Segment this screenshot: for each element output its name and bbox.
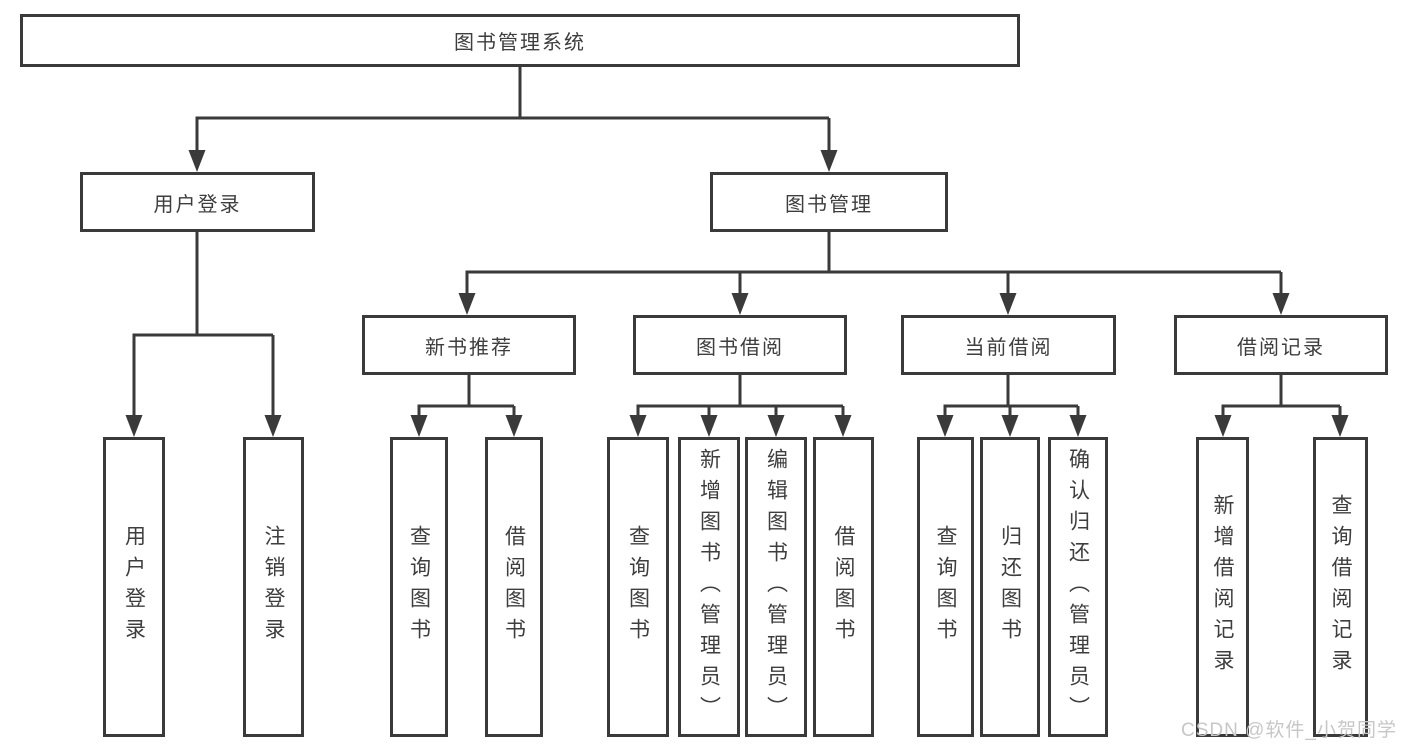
leaf-recommend-borrow-books: 借阅图书 [485, 437, 543, 737]
connector-mgmt-to-level3 [465, 232, 1283, 302]
connector-recommend-fan [417, 375, 516, 424]
leaf-records-add-record-label: 新增借阅记录 [1211, 494, 1234, 680]
arrow-down-icon [767, 415, 785, 437]
arrow-down-icon [125, 415, 143, 437]
leaf-borrow-borrow-books-label: 借阅图书 [832, 525, 855, 649]
arrow-down-icon [820, 150, 838, 172]
node-library-management-system: 图书管理系统 [20, 14, 1020, 67]
arrow-down-icon [264, 415, 282, 437]
leaf-records-add-record: 新增借阅记录 [1196, 437, 1249, 737]
arrow-down-icon [1272, 293, 1290, 315]
leaf-recommend-borrow-books-label: 借阅图书 [502, 525, 526, 649]
leaf-records-query-record-label: 查询借阅记录 [1329, 494, 1352, 680]
leaf-records-query-record: 查询借阅记录 [1313, 437, 1368, 737]
leaf-logout-label: 注销登录 [262, 525, 285, 649]
arrow-down-icon [1331, 415, 1349, 437]
leaf-recommend-query-books-label: 查询图书 [407, 525, 431, 649]
connector-borrow-fan [636, 375, 845, 424]
node-book-management: 图书管理 [710, 172, 948, 232]
node-user-login: 用户登录 [80, 172, 315, 232]
arrow-down-icon [999, 293, 1017, 315]
arrow-down-icon [505, 415, 523, 437]
arrow-down-icon [1069, 415, 1087, 437]
connector-root-to-level2 [195, 67, 831, 158]
arrow-down-icon [834, 415, 852, 437]
arrow-down-icon [1001, 415, 1019, 437]
leaf-current-query-books-label: 查询图书 [934, 525, 957, 649]
leaf-user-login: 用户登录 [103, 437, 165, 737]
connector-records-fan [1221, 375, 1342, 424]
leaf-current-return-books: 归还图书 [980, 437, 1040, 737]
leaf-borrow-borrow-books: 借阅图书 [813, 437, 874, 737]
arrow-down-icon [1214, 415, 1232, 437]
arrow-down-icon [731, 293, 749, 315]
node-borrow-records: 借阅记录 [1174, 315, 1388, 375]
leaf-borrow-query-books: 查询图书 [607, 437, 669, 737]
arrow-down-icon [629, 415, 647, 437]
leaf-borrow-add-books-admin: 新增图书（管理员） [678, 437, 740, 737]
leaf-current-query-books: 查询图书 [917, 437, 974, 737]
leaf-recommend-query-books: 查询图书 [390, 437, 448, 737]
arrow-down-icon [936, 415, 954, 437]
leaf-borrow-query-books-label: 查询图书 [626, 525, 650, 649]
leaf-borrow-edit-books-admin-label: 编辑图书（管理员） [764, 447, 788, 727]
arrow-down-icon [410, 415, 428, 437]
connector-current-fan [943, 375, 1080, 424]
arrow-down-icon [700, 415, 718, 437]
leaf-user-login-label: 用户登录 [122, 525, 146, 649]
leaf-logout: 注销登录 [243, 437, 304, 737]
node-current-borrow: 当前借阅 [901, 315, 1116, 375]
arrow-down-icon [458, 293, 476, 315]
leaf-borrow-add-books-admin-label: 新增图书（管理员） [697, 447, 721, 727]
csdn-watermark: CSDN @软件_小贺同学 [1181, 720, 1397, 741]
leaf-borrow-edit-books-admin: 编辑图书（管理员） [745, 437, 807, 737]
leaf-current-confirm-return-admin-label: 确认归还（管理员） [1066, 447, 1090, 727]
node-book-borrow: 图书借阅 [633, 315, 847, 375]
node-new-book-recommend: 新书推荐 [362, 315, 576, 375]
connector-login-to-leaves [132, 232, 275, 424]
leaf-current-return-books-label: 归还图书 [998, 525, 1022, 649]
arrow-down-icon [188, 150, 206, 172]
leaf-current-confirm-return-admin: 确认归还（管理员） [1048, 437, 1108, 737]
